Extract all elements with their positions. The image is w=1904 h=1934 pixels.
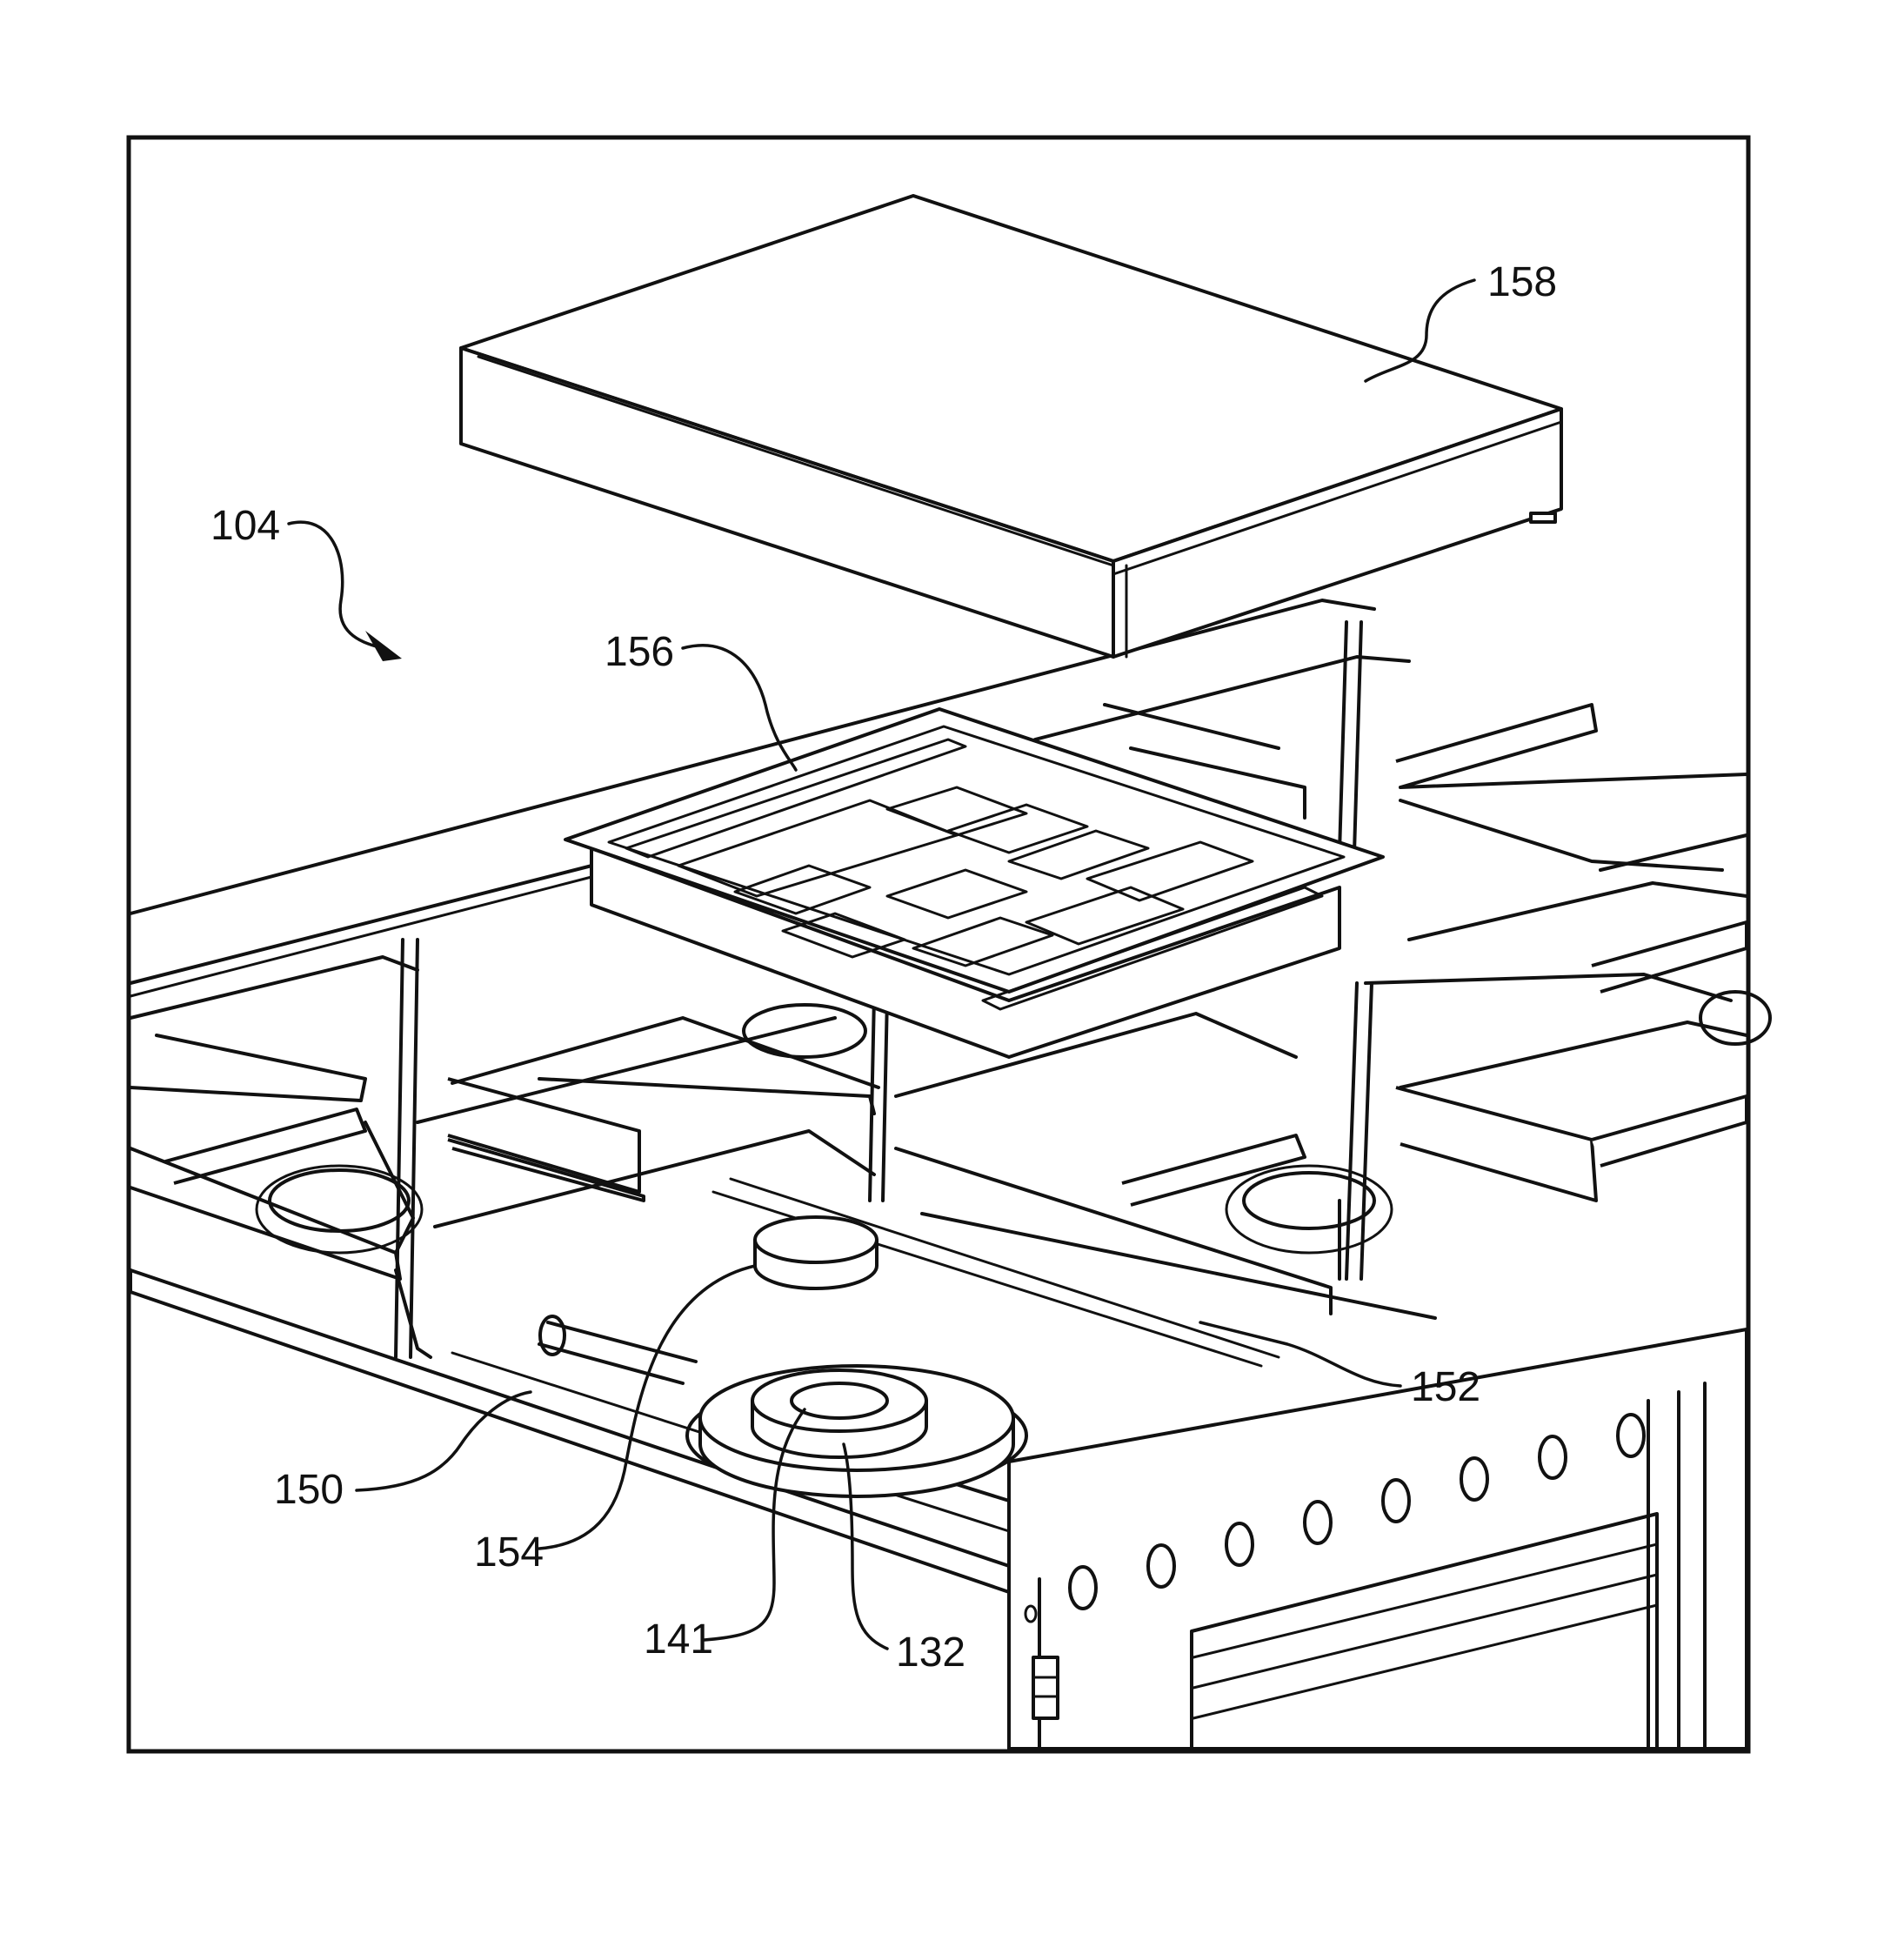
burner-cap-154 bbox=[755, 1217, 877, 1288]
leader-152 bbox=[1200, 1322, 1400, 1386]
leader-156 bbox=[683, 646, 796, 770]
ref-156: 156 bbox=[605, 629, 674, 675]
ref-141: 141 bbox=[644, 1616, 713, 1663]
griddle-plate-156 bbox=[565, 709, 1383, 1057]
ref-158: 158 bbox=[1487, 259, 1557, 305]
griddle-cover-158 bbox=[461, 196, 1561, 657]
burner-left-front bbox=[270, 1170, 409, 1231]
ref-154: 154 bbox=[474, 1529, 544, 1576]
ref-152: 152 bbox=[1411, 1364, 1480, 1410]
burner-right-rear bbox=[1700, 992, 1770, 1044]
leader-150 bbox=[357, 1392, 531, 1490]
ref-132: 132 bbox=[896, 1630, 965, 1676]
ref-104: 104 bbox=[210, 503, 280, 549]
burner-base-132 bbox=[687, 1366, 1026, 1496]
burner-left-rear bbox=[744, 1005, 865, 1057]
leader-104 bbox=[289, 522, 383, 648]
left-burner-grates bbox=[130, 957, 879, 1357]
ref-150: 150 bbox=[274, 1467, 344, 1513]
burner-right-front bbox=[1244, 1173, 1374, 1228]
